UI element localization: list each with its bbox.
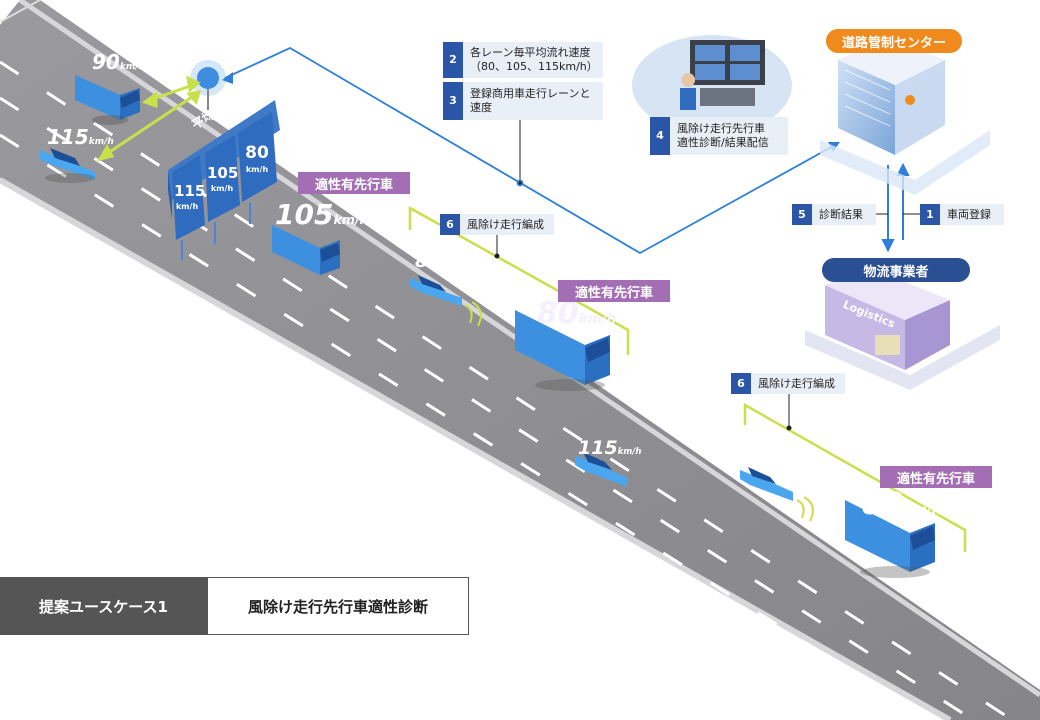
use-case-banner: 提案ユースケース1 風除け走行先行車適性診断 (0, 577, 469, 635)
sign-lane-2-unit: km/h (210, 184, 234, 193)
lane-speed-sign (168, 100, 280, 260)
truck-big-icon (515, 310, 610, 391)
truck-low-icon (845, 500, 935, 578)
speed-car-low: 115km/h (578, 437, 642, 459)
logistics-operator-label: 物流事業者 (822, 258, 970, 282)
car-top-icon (40, 148, 95, 183)
operator-room (632, 35, 792, 135)
formation-bracket-2 (743, 402, 967, 552)
sign-lane-1: 115 (174, 182, 206, 200)
sign-lane-1-unit: km/h (175, 202, 199, 211)
control-center-label: 道路管制センター (826, 29, 962, 53)
sign-lane-3-unit: km/h (245, 165, 269, 174)
car-low-icon (575, 452, 628, 487)
leader-badge-3: 適性有先行車 (880, 466, 992, 488)
sign-lane-3: 80 (245, 143, 269, 163)
speed-car-top: 115km/h (47, 125, 114, 149)
leader-badge-1: 適性有先行車 (298, 172, 410, 194)
speed-car-mid: 80km/h (415, 250, 466, 272)
roadside-sensor-icon (190, 60, 226, 110)
warehouse (805, 268, 1000, 390)
car-low2-icon (740, 467, 814, 522)
use-case-title: 風除け走行先行車適性診断 (207, 577, 469, 635)
truck-top-icon (75, 75, 140, 125)
speed-truck-low: 80km/h (862, 487, 942, 522)
sensing-arrows (96, 75, 202, 162)
leader-badge-2: 適性有先行車 (558, 280, 670, 302)
truck-mid-icon (272, 225, 340, 275)
speed-truck-mid: 105km/h (275, 198, 369, 231)
sign-lane-2: 105 (207, 164, 239, 182)
speed-truck-top: 90km/h (92, 50, 145, 74)
car-mid-icon (410, 275, 482, 327)
use-case-tag: 提案ユースケース1 (0, 577, 207, 635)
formation-bracket-1 (408, 205, 630, 355)
speed-car-low2: 80km/h (745, 440, 796, 462)
speed-truck-big: 80km/h (537, 296, 617, 331)
